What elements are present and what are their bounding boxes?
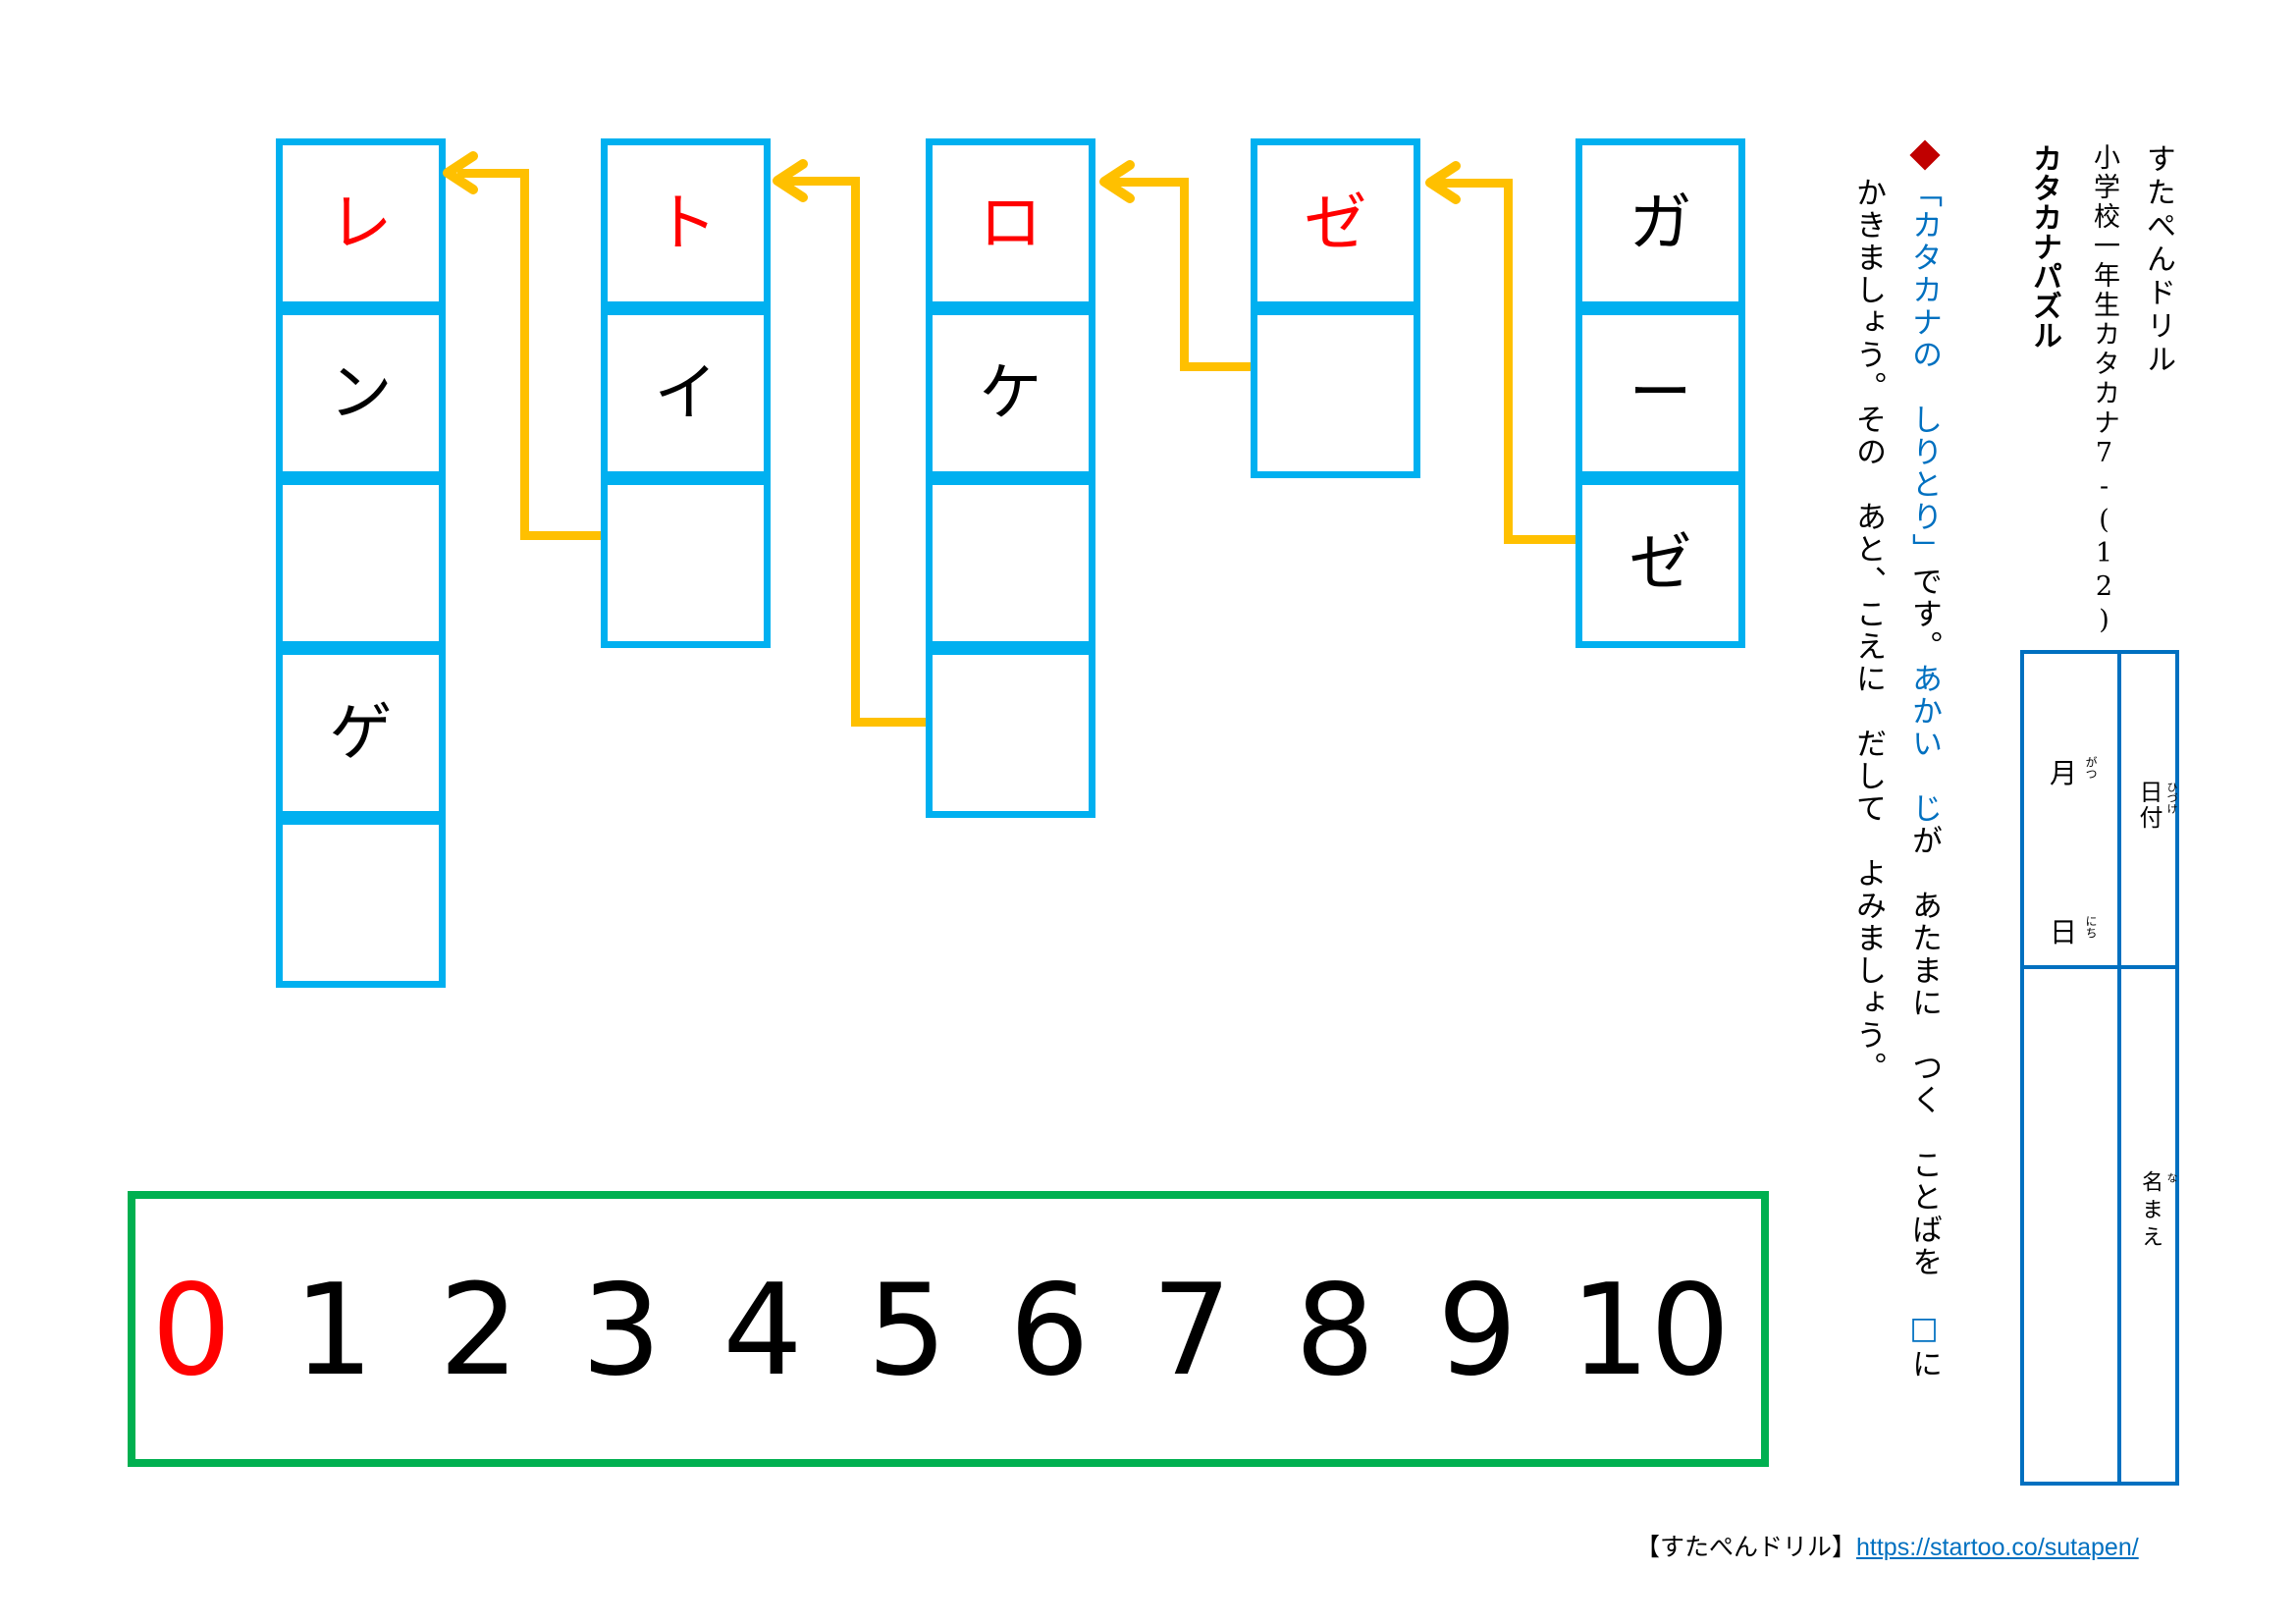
- given-start-char-cell: ト: [601, 138, 771, 308]
- number-7: 7: [1151, 1258, 1232, 1404]
- instruction-text: です。: [1906, 566, 1942, 663]
- date-label: 日付: [2135, 780, 2163, 831]
- date-ruby: ひづけ: [2165, 782, 2178, 814]
- number-line-box: [128, 1191, 1769, 1467]
- arrow-left-icon: [1425, 161, 1461, 204]
- connector-line: [1439, 179, 1513, 188]
- instruction-line-2: かきましょう。その あと、こえに だして よみましょう。: [1850, 177, 1886, 1084]
- brand-title: すたぺんドリル: [2141, 143, 2175, 377]
- month-ruby: がつ: [2084, 756, 2098, 780]
- instruction-text: に: [1906, 1348, 1942, 1380]
- given-char-cell: ガ: [1575, 138, 1745, 308]
- connector-line: [457, 169, 529, 178]
- instruction-highlight-shiritori: 「カタカナの しりとり」: [1906, 177, 1942, 566]
- answer-cell[interactable]: [926, 648, 1095, 818]
- connector-line: [785, 177, 860, 186]
- connector-line: [1113, 178, 1189, 187]
- connector-line: [1180, 178, 1189, 371]
- given-char-cell: ー: [1575, 308, 1745, 478]
- info-box-divider-horizontal: [2020, 965, 2179, 969]
- number-3: 3: [581, 1258, 662, 1404]
- answer-cell[interactable]: [276, 478, 446, 648]
- given-char-cell: イ: [601, 308, 771, 478]
- given-char-cell: ゲ: [276, 648, 446, 818]
- number-6: 6: [1009, 1258, 1090, 1404]
- connector-line: [520, 531, 601, 540]
- connector-line: [520, 178, 529, 540]
- given-char-cell: ン: [276, 308, 446, 478]
- name-label: 名まえ: [2138, 1170, 2163, 1253]
- connector-line: [851, 718, 926, 727]
- answer-cell[interactable]: [926, 478, 1095, 648]
- footer-brand-label: 【すたぺんドリル】: [1635, 1533, 1857, 1561]
- arrow-left-icon: [443, 151, 478, 194]
- given-start-char-cell: ゼ: [1251, 138, 1420, 308]
- page-title: カタカナパズル: [2027, 143, 2061, 350]
- arrow-left-icon: [1099, 160, 1135, 203]
- connector-line: [1180, 362, 1251, 371]
- number-0: 0: [151, 1258, 232, 1404]
- instruction-line-1: 「カタカナの しりとり」です。あかい じが あたまに つく ことばを □に: [1906, 177, 1942, 1380]
- answer-box-icon: □: [1906, 1311, 1942, 1348]
- answer-cell[interactable]: [1251, 308, 1420, 478]
- number-5: 5: [867, 1258, 947, 1404]
- day-ruby: にち: [2084, 915, 2098, 939]
- given-start-char-cell: ロ: [926, 138, 1095, 308]
- answer-cell[interactable]: [601, 478, 771, 648]
- given-char-cell: ケ: [926, 308, 1095, 478]
- month-label: 月: [2050, 757, 2078, 789]
- instruction-text: が あたまに つく ことばを: [1906, 825, 1942, 1311]
- diamond-bullet-icon: [1909, 139, 1941, 171]
- instruction-highlight-red-char: あかい じ: [1906, 663, 1942, 825]
- info-box-divider-vertical: [2117, 650, 2121, 1486]
- given-char-cell: ゼ: [1575, 478, 1745, 648]
- connector-line: [1504, 535, 1575, 544]
- name-ruby: な: [2165, 1172, 2178, 1183]
- footer: 【すたぺんドリル】https://startoo.co/sutapen/: [1635, 1528, 2139, 1563]
- connector-line: [851, 177, 860, 727]
- number-9: 9: [1437, 1258, 1518, 1404]
- footer-link[interactable]: https://startoo.co/sutapen/: [1856, 1534, 2139, 1561]
- date-name-box: [2020, 650, 2179, 1486]
- arrow-left-icon: [773, 159, 808, 202]
- number-8: 8: [1295, 1258, 1375, 1404]
- day-label: 日: [2050, 916, 2078, 948]
- given-start-char-cell: レ: [276, 138, 446, 308]
- number-10: 10: [1570, 1258, 1731, 1404]
- connector-line: [1504, 179, 1513, 544]
- worksheet-subtitle: 小学校一年生カタカナ7-(12): [2089, 143, 2119, 638]
- number-4: 4: [722, 1258, 803, 1404]
- number-1: 1: [294, 1258, 374, 1404]
- number-2: 2: [439, 1258, 519, 1404]
- answer-cell[interactable]: [276, 818, 446, 988]
